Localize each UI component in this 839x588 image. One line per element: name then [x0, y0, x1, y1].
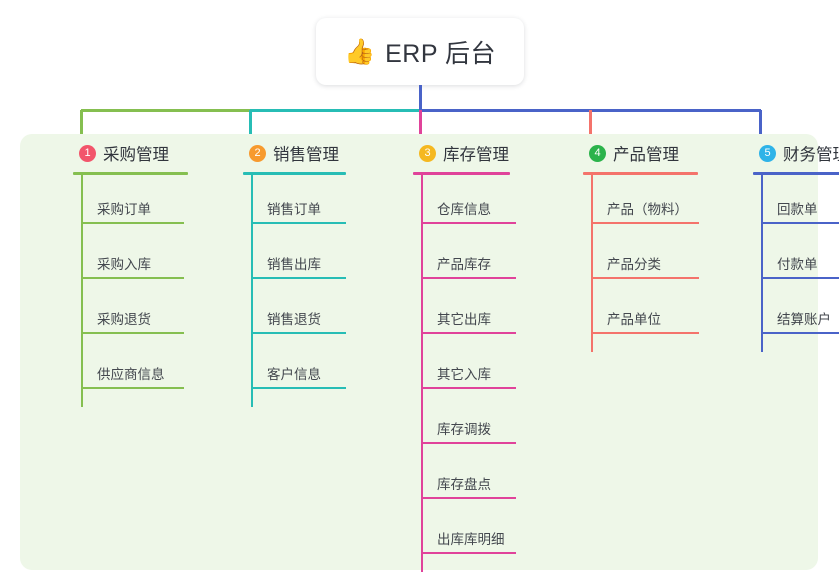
module-item[interactable]: 回款单	[761, 198, 839, 224]
module-item-label: 结算账户	[777, 312, 831, 327]
module-item-label: 销售订单	[267, 202, 321, 217]
module-header-1[interactable]: 1 采购管理	[61, 134, 169, 172]
module-item-label: 产品库存	[437, 257, 491, 272]
module-index-badge: 2	[249, 144, 266, 162]
module-column-2: 2 销售管理销售订单销售出库销售退货客户信息	[231, 134, 346, 407]
module-item-label: 产品单位	[607, 312, 661, 327]
module-item[interactable]: 产品单位	[591, 308, 699, 334]
module-spine	[421, 175, 423, 572]
module-spine	[251, 175, 253, 407]
root-node[interactable]: 👍 ERP 后台	[316, 18, 524, 85]
module-item-rule	[251, 332, 346, 334]
module-item[interactable]: 其它出库	[421, 308, 516, 334]
module-item[interactable]: 产品分类	[591, 253, 699, 279]
module-item[interactable]: 出库库明细	[421, 528, 516, 554]
module-header-5[interactable]: 5 财务管理	[741, 134, 839, 172]
module-header-2[interactable]: 2 销售管理	[231, 134, 339, 172]
module-item-label: 库存调拨	[437, 422, 491, 437]
module-item-label: 采购退货	[97, 312, 151, 327]
module-item-rule	[251, 222, 346, 224]
module-index-badge: 4	[589, 144, 606, 162]
module-item[interactable]: 供应商信息	[81, 363, 184, 389]
module-item-label: 其它出库	[437, 312, 491, 327]
module-index-badge: 1	[79, 144, 96, 162]
module-item-rule	[591, 222, 699, 224]
module-item-label: 库存盘点	[437, 477, 491, 492]
module-item-label: 供应商信息	[97, 367, 165, 382]
module-item[interactable]: 销售出库	[251, 253, 346, 279]
module-item-label: 客户信息	[267, 367, 321, 382]
module-title: 财务管理	[783, 146, 839, 164]
thumbs-up-icon: 👍	[343, 37, 376, 66]
module-item[interactable]: 客户信息	[251, 363, 346, 389]
module-item[interactable]: 库存调拨	[421, 418, 516, 444]
module-item-rule	[81, 387, 184, 389]
module-item[interactable]: 产品库存	[421, 253, 516, 279]
module-title: 销售管理	[273, 146, 339, 164]
module-header-rule	[413, 172, 510, 175]
module-spine	[81, 175, 83, 407]
module-item-label: 采购入库	[97, 257, 151, 272]
module-item[interactable]: 产品（物料）	[591, 198, 699, 224]
module-header-4[interactable]: 4 产品管理	[571, 134, 679, 172]
module-index-badge: 5	[759, 144, 776, 162]
module-item-rule	[421, 332, 516, 334]
module-item-rule	[761, 277, 839, 279]
module-item[interactable]: 付款单	[761, 253, 839, 279]
module-item-label: 产品分类	[607, 257, 661, 272]
module-item-label: 其它入库	[437, 367, 491, 382]
module-item-label: 仓库信息	[437, 202, 491, 217]
module-title: 库存管理	[443, 146, 509, 164]
module-title: 采购管理	[103, 146, 169, 164]
module-header-rule	[243, 172, 346, 175]
module-item-rule	[761, 332, 839, 334]
module-item-label: 销售退货	[267, 312, 321, 327]
module-header-rule	[753, 172, 839, 175]
module-item-rule	[81, 222, 184, 224]
module-column-3: 3 库存管理仓库信息产品库存其它出库其它入库库存调拨库存盘点出库库明细	[401, 134, 516, 572]
module-item-rule	[591, 332, 699, 334]
module-item-label: 出库库明细	[437, 532, 505, 547]
module-item-rule	[81, 277, 184, 279]
module-index-badge: 3	[419, 144, 436, 162]
module-item[interactable]: 采购退货	[81, 308, 184, 334]
module-spine	[761, 175, 763, 352]
module-item[interactable]: 仓库信息	[421, 198, 516, 224]
module-column-5: 5 财务管理回款单付款单结算账户	[741, 134, 839, 352]
modules-panel: 1 采购管理采购订单采购入库采购退货供应商信息 2 销售管理销售订单销售出库销售退货客…	[20, 134, 839, 572]
module-item-rule	[251, 277, 346, 279]
module-item-rule	[761, 222, 839, 224]
module-item-label: 销售出库	[267, 257, 321, 272]
module-item[interactable]: 销售退货	[251, 308, 346, 334]
module-column-4: 4 产品管理产品（物料） 产品分类产品单位	[571, 134, 699, 352]
module-spine	[591, 175, 593, 352]
module-item-rule	[421, 497, 516, 499]
module-header-3[interactable]: 3 库存管理	[401, 134, 509, 172]
module-header-rule	[73, 172, 188, 175]
module-item-label: 采购订单	[97, 202, 151, 217]
module-item[interactable]: 其它入库	[421, 363, 516, 389]
module-item-label: 付款单	[777, 257, 818, 272]
module-item-rule	[591, 277, 699, 279]
module-item-rule	[421, 442, 516, 444]
module-item-rule	[421, 277, 516, 279]
module-item-rule	[81, 332, 184, 334]
module-item[interactable]: 采购入库	[81, 253, 184, 279]
module-item-rule	[421, 222, 516, 224]
module-item[interactable]: 结算账户	[761, 308, 839, 334]
module-item[interactable]: 采购订单	[81, 198, 184, 224]
module-title: 产品管理	[613, 146, 679, 164]
module-item-rule	[421, 552, 516, 554]
root-title: ERP 后台	[385, 39, 497, 68]
module-item-label: 产品（物料）	[607, 202, 688, 217]
module-item-rule	[251, 387, 346, 389]
module-item-label: 回款单	[777, 202, 818, 217]
module-item[interactable]: 库存盘点	[421, 473, 516, 499]
module-item[interactable]: 销售订单	[251, 198, 346, 224]
module-header-rule	[583, 172, 698, 175]
module-item-rule	[421, 387, 516, 389]
module-column-1: 1 采购管理采购订单采购入库采购退货供应商信息	[61, 134, 188, 407]
